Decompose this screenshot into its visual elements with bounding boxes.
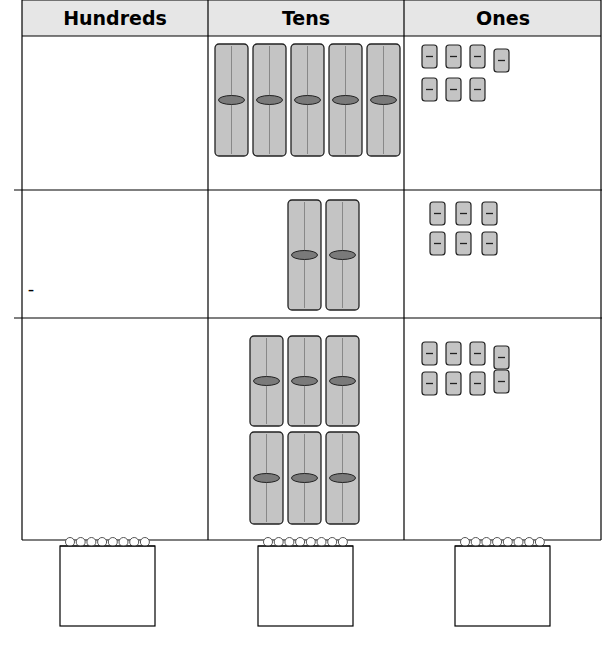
minus-sign: - xyxy=(27,280,36,298)
tens-rod xyxy=(288,200,321,310)
table-line xyxy=(207,0,208,540)
ones-cube xyxy=(422,45,437,68)
column-header: Tens xyxy=(282,9,330,28)
tens-rod xyxy=(291,44,324,156)
table-line xyxy=(22,35,601,36)
tens-rod xyxy=(215,44,248,156)
tens-rod xyxy=(288,336,321,426)
table-line xyxy=(21,0,22,540)
ones-cube xyxy=(446,372,461,395)
ones-cube xyxy=(470,45,485,68)
tens-rod xyxy=(253,44,286,156)
table-line xyxy=(403,0,404,540)
ones-cube xyxy=(470,78,485,101)
ones-cube xyxy=(422,78,437,101)
tens-rod xyxy=(326,336,359,426)
ones-cube xyxy=(494,370,509,393)
ones-cube xyxy=(446,78,461,101)
ones-cube xyxy=(446,45,461,68)
table-line xyxy=(14,189,602,190)
answer-notepad xyxy=(258,538,353,627)
answer-notepad xyxy=(60,538,155,627)
ones-cube xyxy=(430,232,445,255)
ones-cube xyxy=(456,202,471,225)
ones-cube xyxy=(430,202,445,225)
header-band xyxy=(22,0,601,36)
column-header: Hundreds xyxy=(63,9,167,28)
table-line xyxy=(14,317,602,318)
ones-cube xyxy=(470,342,485,365)
table-line xyxy=(600,0,601,540)
answer-notepad xyxy=(455,538,550,627)
ones-cube xyxy=(482,232,497,255)
ones-cube xyxy=(422,372,437,395)
tens-rod xyxy=(329,44,362,156)
tens-rod xyxy=(250,432,283,524)
ones-cube xyxy=(494,346,509,369)
ones-cube xyxy=(494,49,509,72)
tens-rod xyxy=(326,200,359,310)
tens-rod xyxy=(250,336,283,426)
tens-rod xyxy=(326,432,359,524)
tens-rod xyxy=(288,432,321,524)
ones-cube xyxy=(422,342,437,365)
column-header: Ones xyxy=(476,9,530,28)
ones-cube xyxy=(456,232,471,255)
ones-cube xyxy=(470,372,485,395)
table-line xyxy=(22,0,601,1)
tens-rod xyxy=(367,44,400,156)
ones-cube xyxy=(446,342,461,365)
ones-cube xyxy=(482,202,497,225)
